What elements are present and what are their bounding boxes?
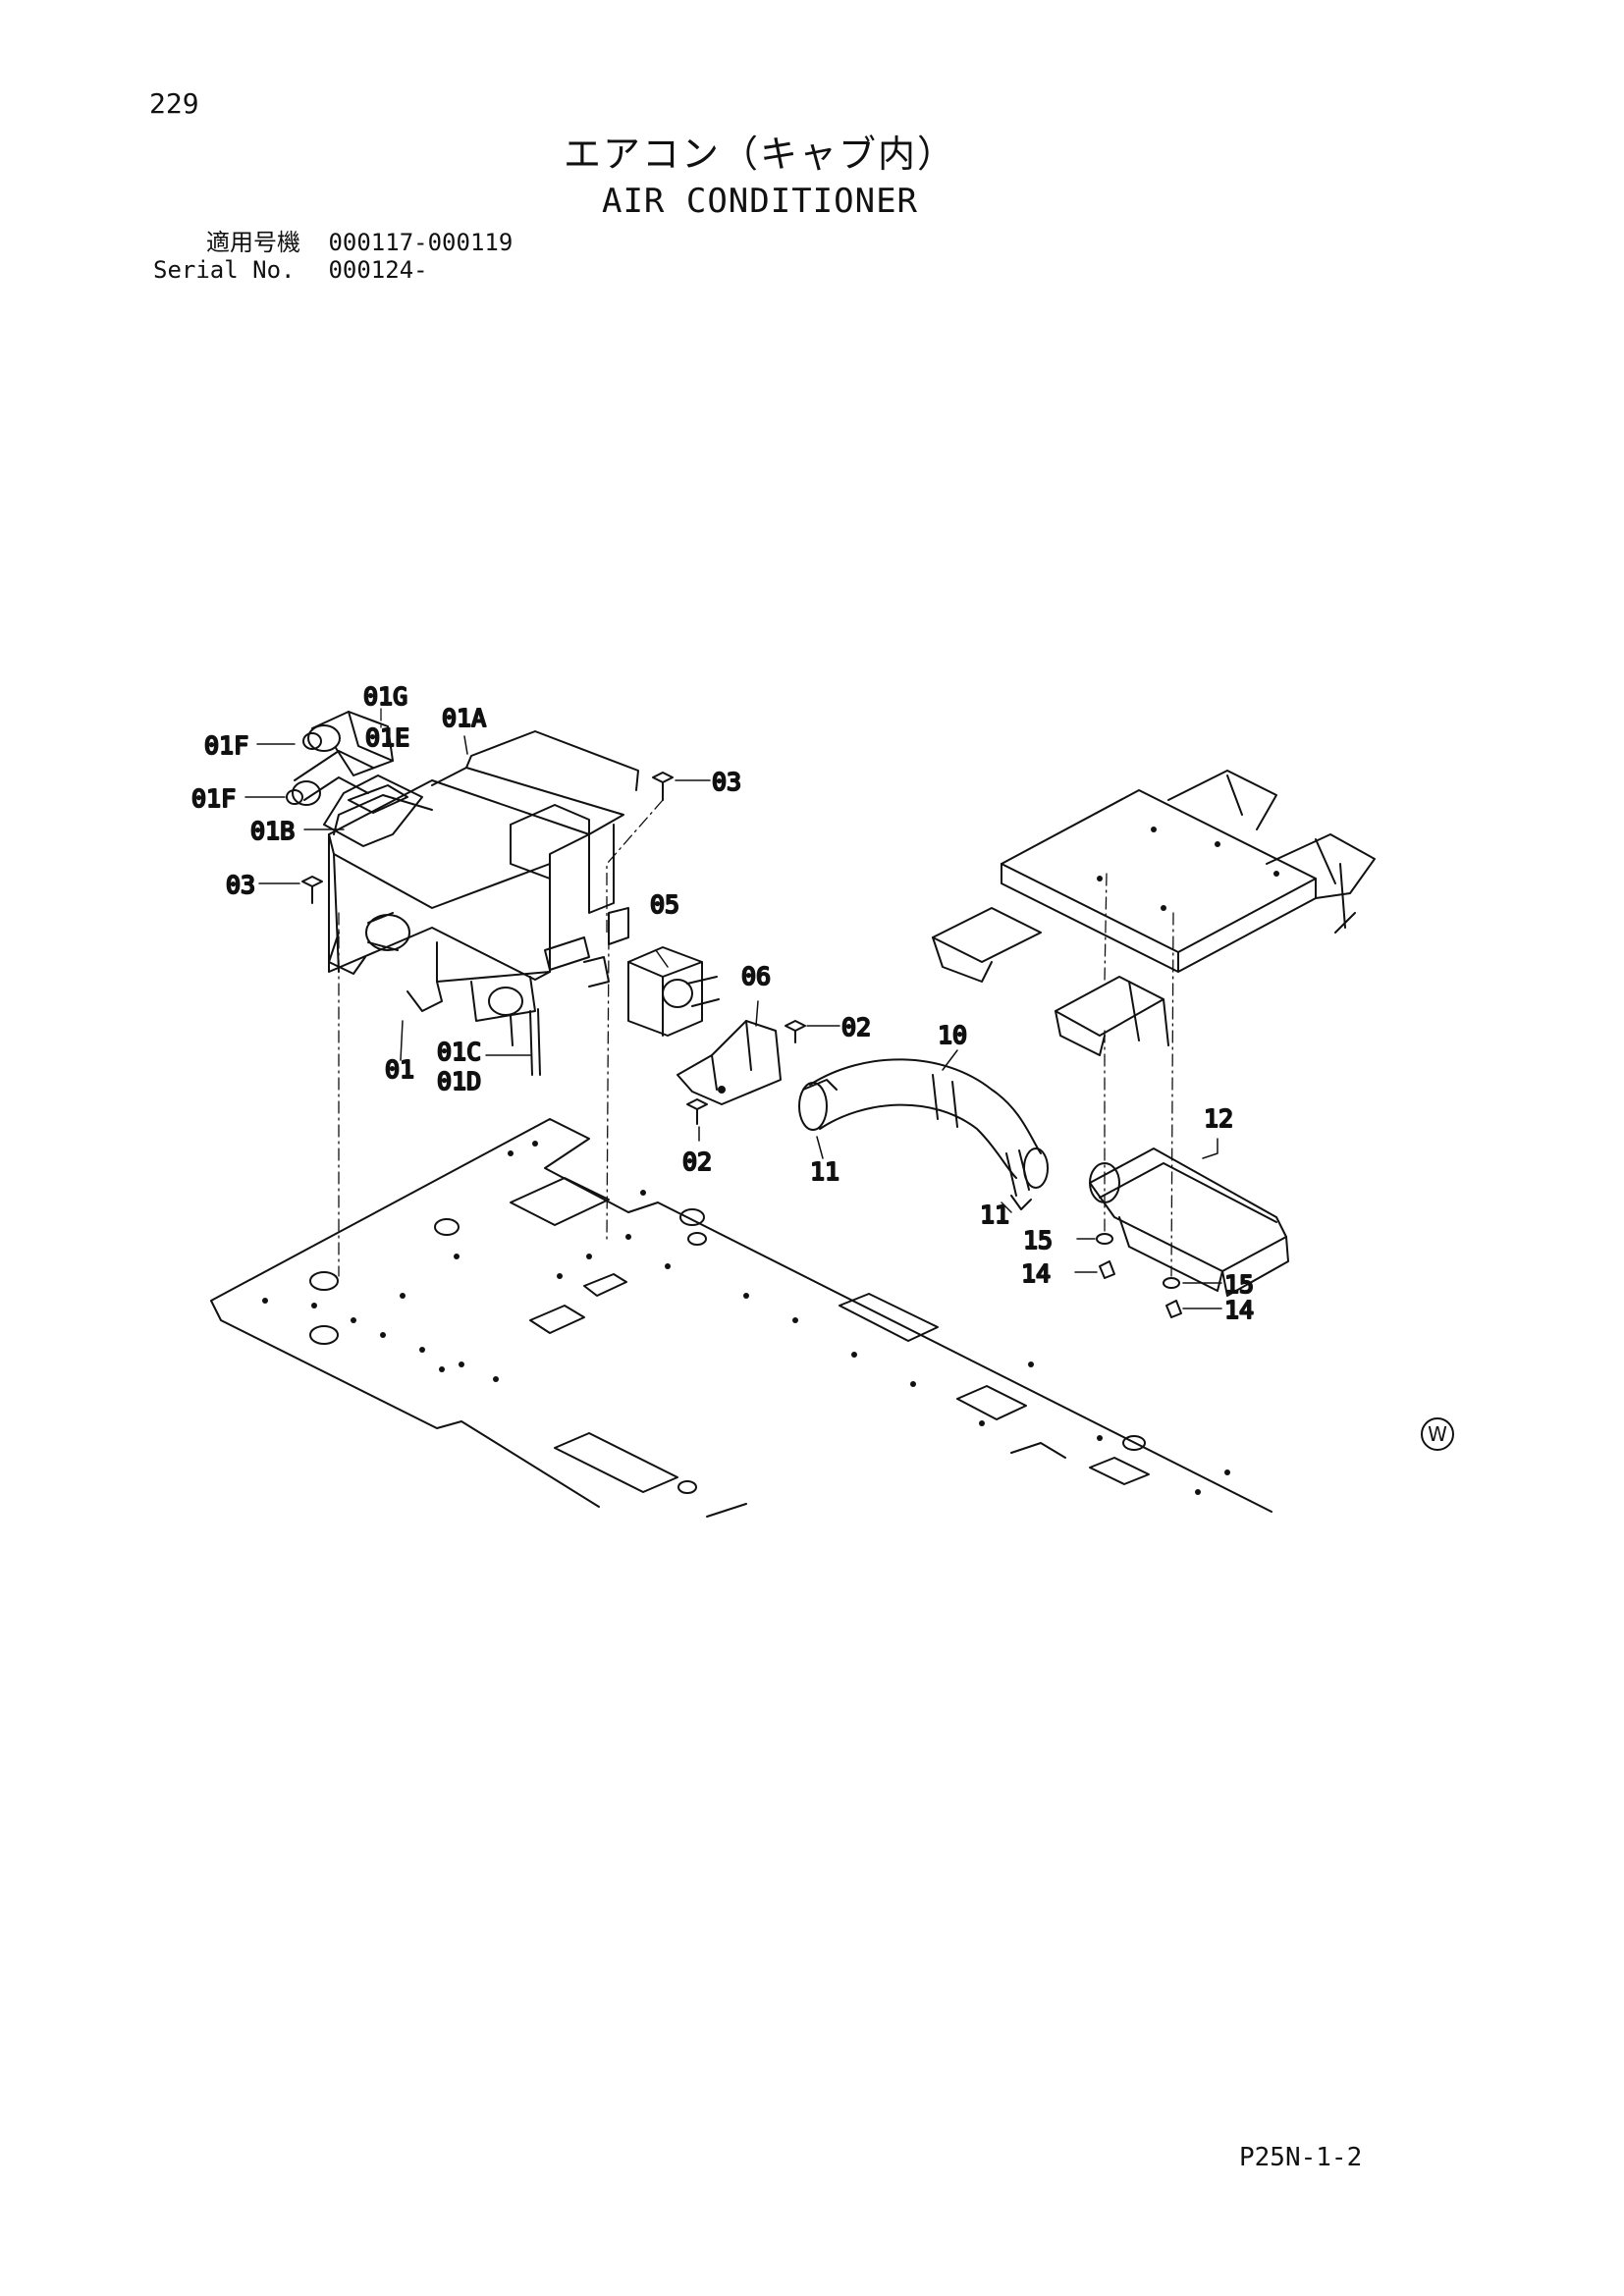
callout-01f-upper: 01F <box>204 731 248 760</box>
callout-06: 06 <box>741 962 771 990</box>
serial-number-block: 適用号機 000117-000119 Serial No. 000124- <box>153 229 513 284</box>
callout-11-right: 11 <box>980 1201 1009 1229</box>
page-title-japanese: エアコン（キャブ内） <box>563 133 956 176</box>
serial-label-english: Serial No. <box>153 256 296 284</box>
callout-02-right: 02 <box>841 1013 871 1041</box>
cab-frame <box>932 770 1376 1056</box>
callout-01c: 01C <box>437 1038 481 1066</box>
air-conditioner-unit <box>286 711 639 1076</box>
floor-plate <box>210 1118 1272 1518</box>
callout-01a: 01A <box>442 704 486 732</box>
callout-03-right: 03 <box>712 768 741 796</box>
watermark-symbol: W <box>1421 1417 1454 1451</box>
filter-bracket <box>627 946 720 1037</box>
fasteners <box>301 772 1182 1318</box>
callout-01e: 01E <box>365 723 409 752</box>
serial-value-english: 000124- <box>328 256 428 284</box>
callout-10: 10 <box>938 1021 967 1049</box>
mounting-plate <box>677 1020 782 1105</box>
guide-lines <box>338 708 1174 1277</box>
callout-05: 05 <box>650 890 679 919</box>
callout-03-left: 03 <box>226 871 255 899</box>
callout-02-lower: 02 <box>682 1148 712 1176</box>
serial-row-japanese: 適用号機 000117-000119 <box>153 229 513 256</box>
page-number: 229 <box>149 87 199 120</box>
leader-lines <box>244 735 1222 1309</box>
duct-channel <box>1089 1148 1289 1297</box>
callout-01b: 01B <box>250 817 295 845</box>
serial-label-japanese: 適用号機 <box>206 229 300 256</box>
duct-hose <box>798 1058 1049 1210</box>
callout-labels: 01G 01E 01A 01F 01F 01B 03 03 05 06 02 0… <box>190 681 1255 1325</box>
callout-01g: 01G <box>363 682 407 711</box>
callout-11-left: 11 <box>810 1157 839 1186</box>
callout-12: 12 <box>1204 1104 1233 1133</box>
callout-01: 01 <box>385 1055 414 1084</box>
drawing-code: P25N-1-2 <box>1239 2143 1363 2172</box>
page-title-english: AIR CONDITIONER <box>601 182 919 221</box>
callout-01f-lower: 01F <box>191 784 236 813</box>
serial-value-japanese: 000117-000119 <box>328 229 514 256</box>
callout-15-left: 15 <box>1023 1226 1053 1255</box>
callout-01d: 01D <box>437 1067 481 1095</box>
callout-14-left: 14 <box>1021 1259 1051 1288</box>
callout-15-right: 15 <box>1224 1270 1254 1299</box>
callout-14-right: 14 <box>1224 1296 1254 1324</box>
serial-row-english: Serial No. 000124- <box>153 256 513 284</box>
